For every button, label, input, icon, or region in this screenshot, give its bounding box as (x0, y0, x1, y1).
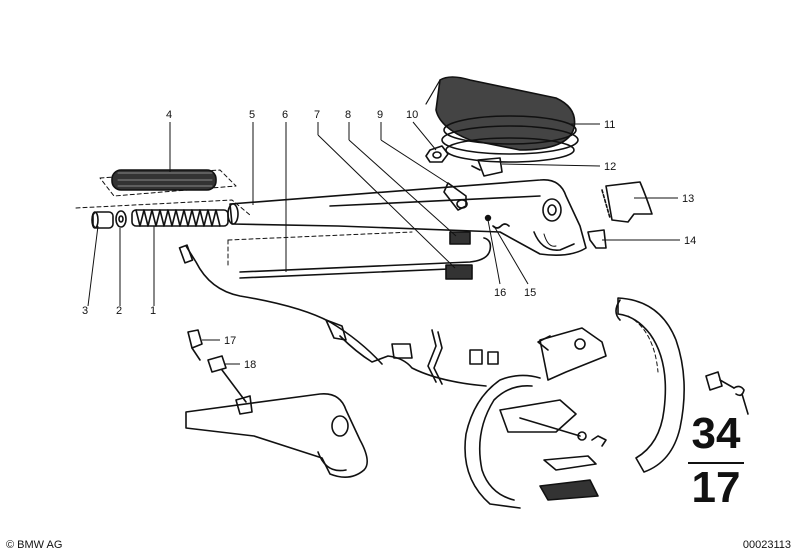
callout-16: 16 (494, 287, 506, 299)
callout-18: 18 (244, 359, 256, 371)
lever-housing-part[interactable] (185, 393, 368, 478)
cover-plate-part[interactable] (601, 181, 653, 223)
rubber-boot-part[interactable] (425, 76, 579, 163)
return-spring-part[interactable] (427, 329, 443, 385)
nut-part[interactable] (425, 145, 449, 163)
cable-end-part[interactable] (187, 329, 203, 361)
brake-cable-part[interactable] (178, 244, 487, 387)
callout-1: 1 (150, 305, 156, 317)
pin-part[interactable] (471, 157, 503, 177)
callout-15: 15 (524, 287, 536, 299)
hand-grip-part[interactable] (99, 169, 237, 197)
callout-5: 5 (249, 109, 255, 121)
detent-pin-part[interactable] (484, 214, 492, 222)
pawl-part[interactable] (445, 264, 473, 280)
callout-9: 9 (377, 109, 383, 121)
brake-shoe-part[interactable] (615, 297, 685, 473)
ratchet-rod-part[interactable] (227, 231, 492, 279)
callout-2: 2 (116, 305, 122, 317)
push-button-part[interactable] (91, 211, 114, 229)
callout-6: 6 (282, 109, 288, 121)
callout-7: 7 (314, 109, 320, 121)
section-subgroup-number: 17 (691, 463, 741, 512)
callout-10: 10 (406, 109, 418, 121)
callout-8: 8 (345, 109, 351, 121)
spring-clip-part[interactable] (587, 229, 607, 249)
handbrake-lever-part[interactable] (227, 179, 587, 256)
bushing-part[interactable] (469, 349, 499, 365)
brake-backing-plate-part[interactable] (464, 327, 607, 509)
section-group-number: 34 (691, 409, 741, 458)
callout-17: 17 (224, 335, 236, 347)
bolt-part[interactable] (443, 182, 468, 211)
washer-part[interactable] (115, 210, 127, 228)
section-divider (688, 462, 744, 464)
callout-14: 14 (684, 235, 696, 247)
callout-13: 13 (682, 193, 694, 205)
adjusting-nut-part[interactable] (207, 355, 247, 403)
adjuster-part[interactable] (705, 371, 749, 415)
callout-3: 3 (82, 305, 88, 317)
section-number: 34 17 (688, 412, 744, 514)
image-number: 00023113 (742, 539, 791, 551)
spring-part[interactable] (131, 209, 229, 227)
callout-11: 11 (604, 119, 615, 131)
callout-labels: 1 2 3 4 5 6 7 8 9 10 11 12 13 14 15 16 1… (82, 109, 696, 371)
copyright-notice: © BMW AG (6, 539, 63, 551)
callout-4: 4 (166, 109, 172, 121)
callout-12: 12 (604, 161, 616, 173)
